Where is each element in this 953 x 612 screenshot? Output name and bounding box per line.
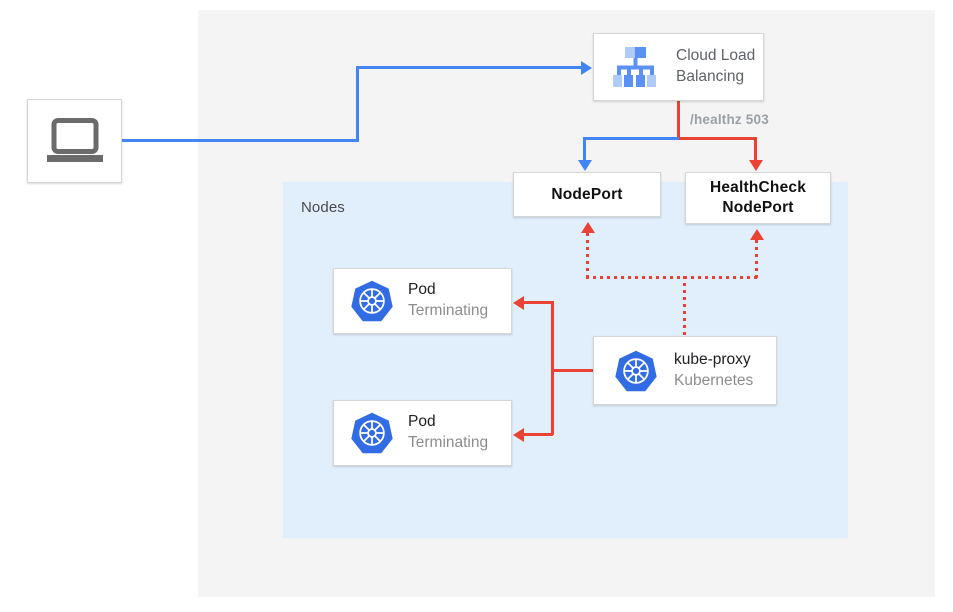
healthcheck-nodeport-label-line2: NodePort xyxy=(722,199,794,216)
pod-1-title: Pod xyxy=(408,281,436,299)
healthcheck-nodeport-node[interactable]: HealthCheck NodePort xyxy=(685,172,831,224)
edge-client-to-lb-segment-h2 xyxy=(356,66,582,69)
nodeport-node[interactable]: NodePort xyxy=(513,172,661,217)
edge-lb-split-left xyxy=(583,137,679,140)
pod-node-2[interactable]: Pod Terminating xyxy=(333,400,512,466)
laptop-icon xyxy=(44,115,106,167)
client-node[interactable] xyxy=(27,99,122,183)
edge-client-to-lb-segment-h1 xyxy=(122,139,359,142)
kubernetes-icon xyxy=(344,405,400,461)
pod-1-status: Terminating xyxy=(408,302,489,319)
edge-kubeproxy-to-pod2-arrowhead xyxy=(513,427,524,442)
edge-client-to-lb-segment-v xyxy=(356,66,359,142)
nodes-region-label: Nodes xyxy=(301,199,345,216)
edge-lb-split-right xyxy=(677,137,757,140)
edge-client-to-lb-arrowhead xyxy=(581,60,592,75)
edge-kubeproxy-to-pod1-arrowhead xyxy=(513,295,524,310)
edge-kubeproxy-to-pod2-h xyxy=(524,433,553,436)
edge-kubeproxy-trunk-v xyxy=(551,301,554,435)
kube-proxy-subtitle: Kubernetes xyxy=(674,371,754,389)
kube-proxy-text: kube-proxy Kubernetes xyxy=(674,350,753,392)
healthz-edge-label: /healthz 503 xyxy=(690,112,769,127)
healthcheck-nodeport-label-line1: HealthCheck xyxy=(709,179,807,197)
edge-dotted-to-healthcheck-v xyxy=(755,240,758,278)
edge-lb-down-stem xyxy=(677,101,680,140)
edge-kubeproxy-dotted-bus xyxy=(586,276,758,279)
edge-dotted-to-healthcheck-arrowhead xyxy=(749,229,764,240)
lb-title-line1: Cloud Load xyxy=(676,47,756,65)
cloud-load-balancing-icon xyxy=(606,42,664,92)
cloud-load-balancing-node[interactable]: Cloud Load Balancing xyxy=(593,33,764,101)
pod-2-text: Pod Terminating xyxy=(408,412,488,454)
edge-dotted-to-nodeport-arrowhead xyxy=(580,222,595,233)
edge-dotted-to-nodeport-v xyxy=(586,233,589,278)
pod-node-1[interactable]: Pod Terminating xyxy=(333,268,512,334)
edge-lb-to-healthcheck-arrowhead xyxy=(748,160,763,171)
pod-1-text: Pod Terminating xyxy=(408,280,488,322)
kube-proxy-node[interactable]: kube-proxy Kubernetes xyxy=(593,336,777,405)
pod-2-title: Pod xyxy=(408,413,436,431)
pod-2-status: Terminating xyxy=(408,434,489,451)
lb-title-line2: Balancing xyxy=(676,68,745,85)
edge-lb-to-healthcheck-v xyxy=(754,137,757,161)
edge-lb-to-nodeport-arrowhead xyxy=(577,160,592,171)
kube-proxy-title: kube-proxy xyxy=(674,350,751,368)
edge-kubeproxy-dotted-stem xyxy=(683,276,686,336)
edge-kubeproxy-to-pod1-h xyxy=(524,301,553,304)
kubernetes-icon xyxy=(344,273,400,329)
edge-lb-to-nodeport-v xyxy=(583,137,586,161)
cloud-load-balancing-label: Cloud Load Balancing xyxy=(676,46,755,88)
nodeport-label: NodePort xyxy=(551,185,623,203)
kubernetes-icon xyxy=(608,343,664,399)
edge-kubeproxy-out-h xyxy=(551,369,595,372)
healthcheck-nodeport-label: HealthCheck NodePort xyxy=(686,178,830,218)
